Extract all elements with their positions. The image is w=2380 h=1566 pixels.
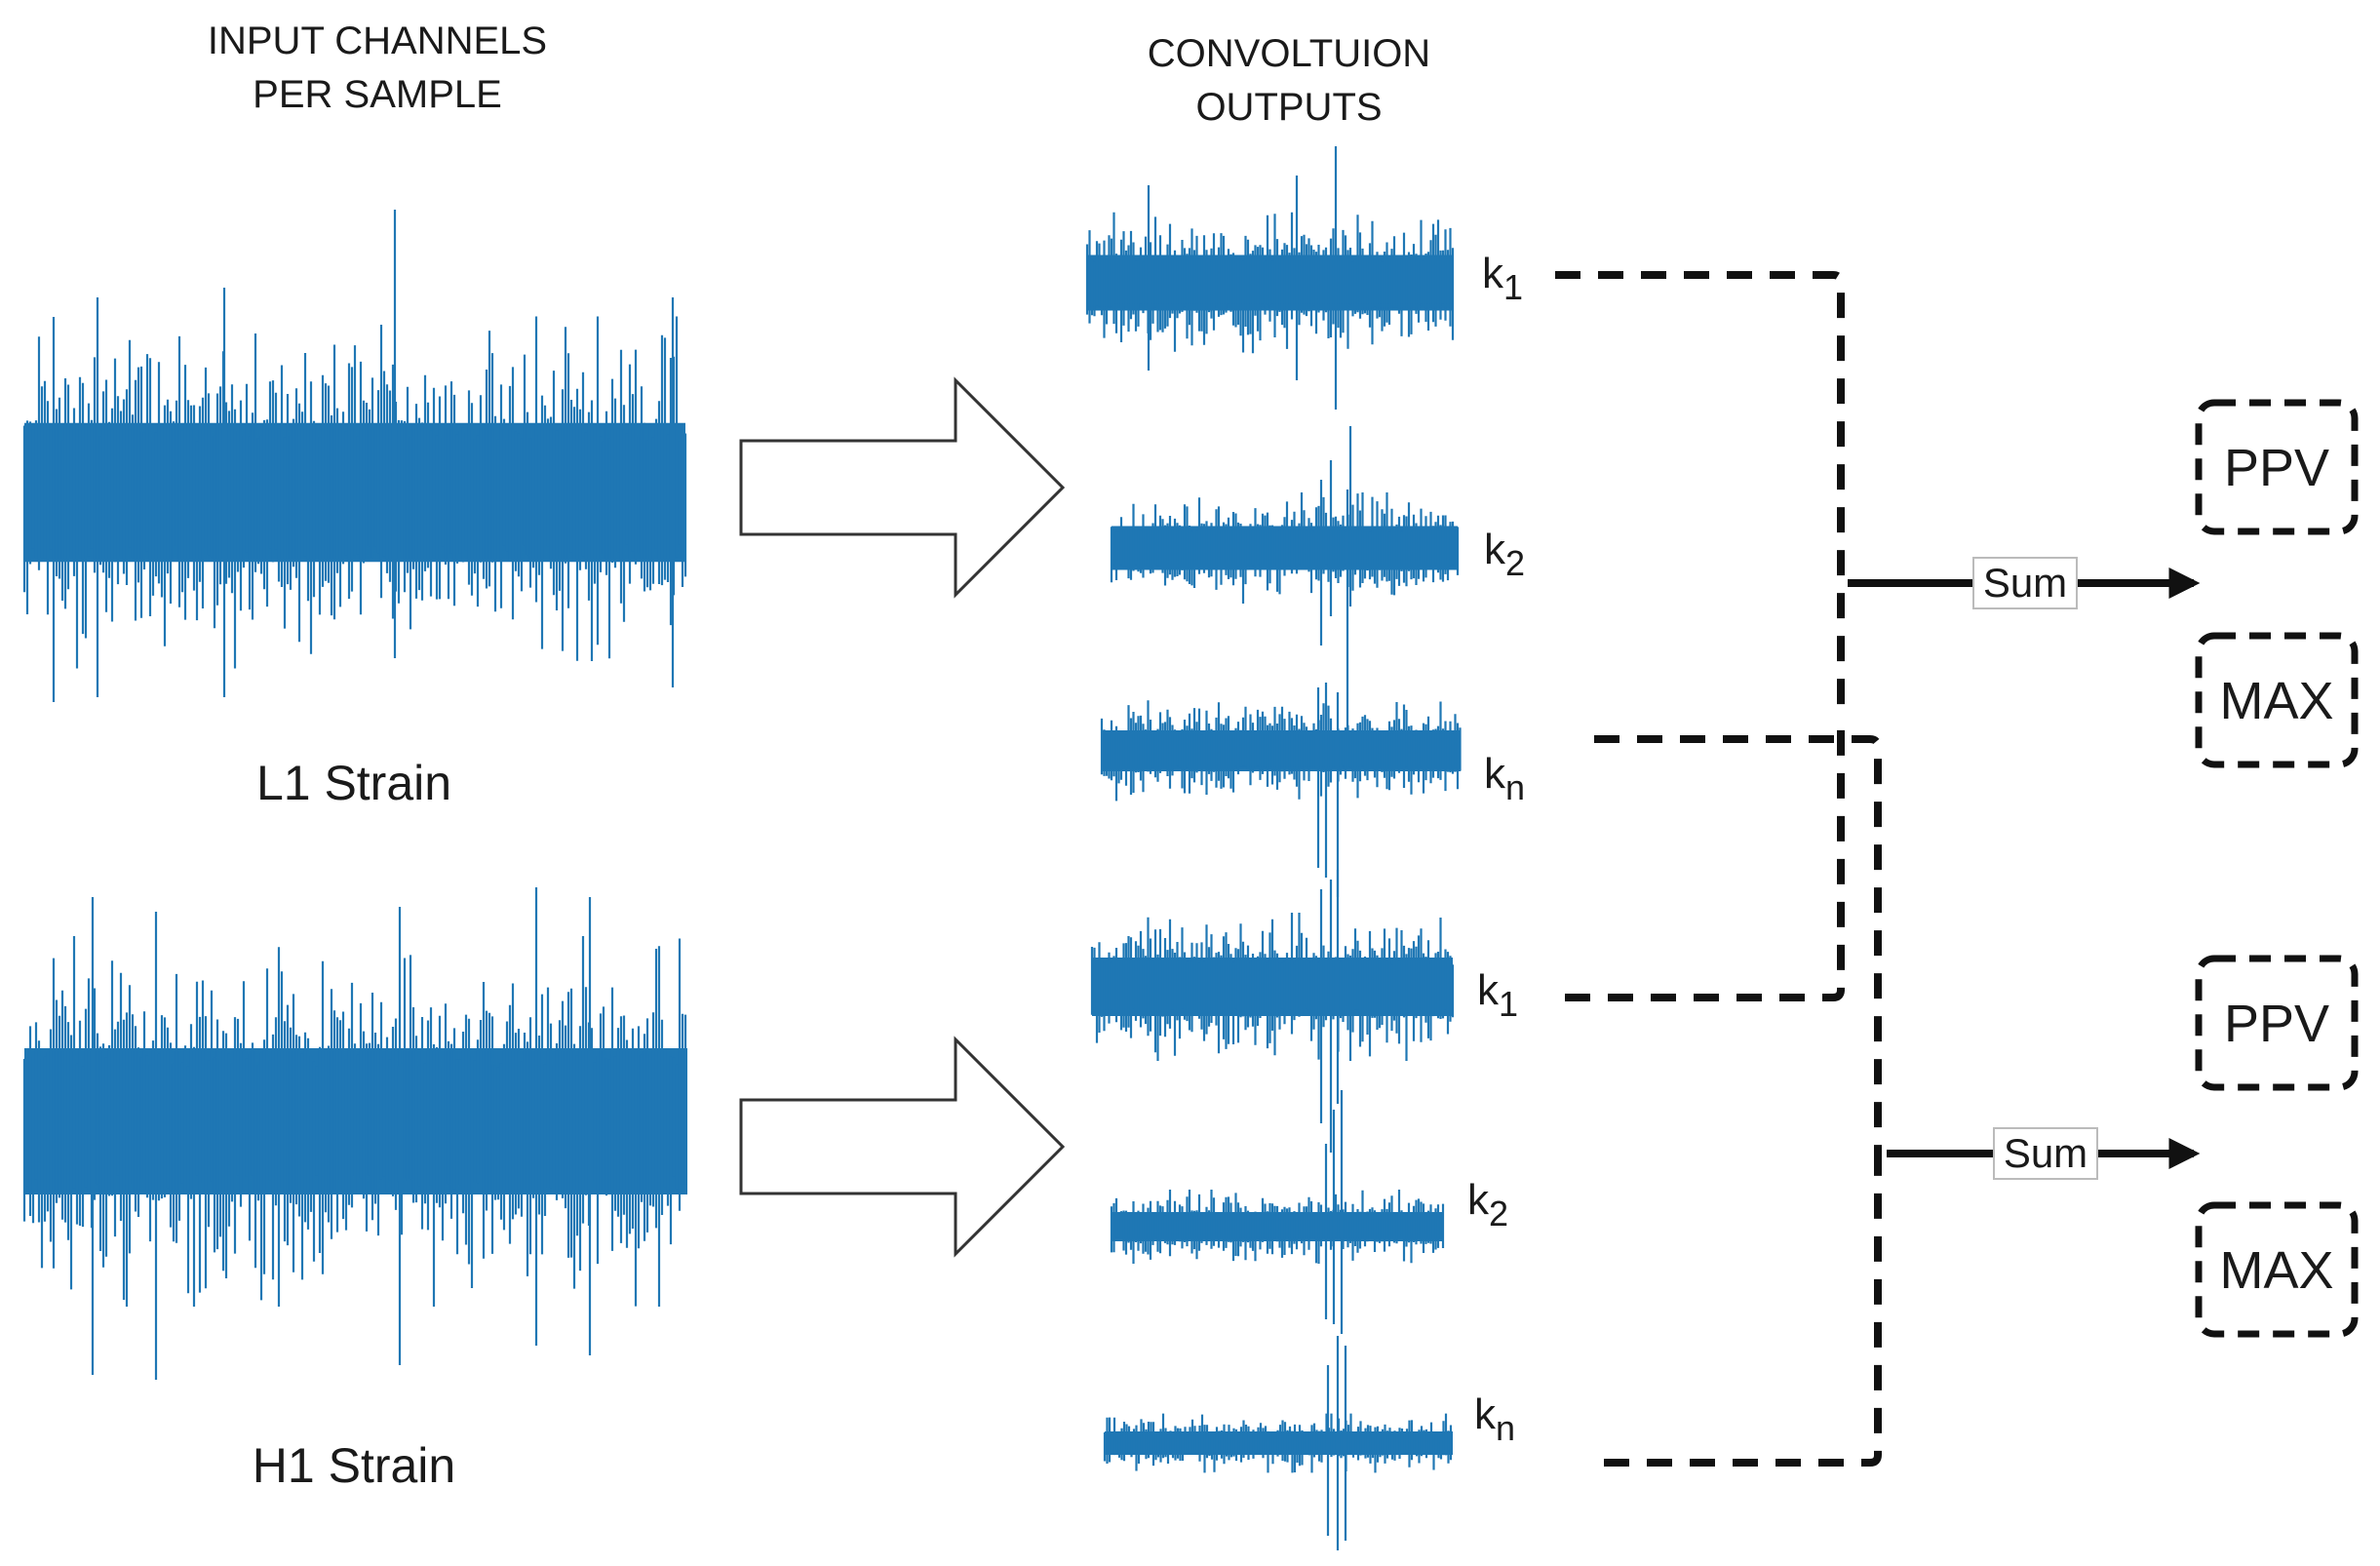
l1-strain-waveform	[22, 210, 687, 702]
output-box-max-1: MAX	[2195, 632, 2359, 768]
svg-text:MAX: MAX	[2219, 1241, 2333, 1300]
conv-l1-k1	[1085, 146, 1455, 410]
kernel-label-h1-k2: k2	[1467, 1176, 1508, 1233]
connector-h1-kn	[1604, 1151, 1882, 1467]
kernel-label-l1-k1: k1	[1482, 250, 1523, 307]
conv-l1-k1-trace	[1085, 146, 1455, 410]
l1-strain-label: L1 Strain	[256, 756, 451, 810]
conv-l1-kn	[1100, 683, 1462, 897]
conv-h1-kn-trace	[1103, 1336, 1453, 1550]
connector-l1-kn	[1594, 735, 1882, 1151]
conv-h1-kn	[1103, 1336, 1453, 1550]
svg-text:Sum: Sum	[2004, 1130, 2087, 1176]
l1-trace-trace	[22, 210, 687, 702]
connector-h1-k1	[1565, 722, 1845, 1001]
h1-trace	[22, 887, 687, 1380]
svg-text:Sum: Sum	[1983, 560, 2067, 606]
h1-trace-trace	[22, 887, 687, 1380]
conv-l1-kn-trace	[1100, 683, 1462, 897]
conv-arrow-l1	[739, 376, 1066, 599]
output-box-max-2: MAX	[2195, 1201, 2359, 1338]
conv-h1-k2-trace	[1110, 1090, 1445, 1334]
svg-text:PPV: PPV	[2224, 439, 2329, 497]
svg-text:PPV: PPV	[2224, 995, 2329, 1053]
input-header-line2: PER SAMPLE	[253, 73, 502, 116]
sum-label-1: Sum	[1972, 557, 2078, 609]
conv-output-waveforms	[1085, 146, 1462, 1550]
conv-h1-k1	[1090, 870, 1455, 1153]
l1-trace	[22, 210, 687, 702]
conv-h1-k1-trace	[1090, 870, 1455, 1153]
kernel-label-h1-kn: kn	[1474, 1390, 1515, 1448]
h1-strain-waveform	[22, 887, 687, 1380]
input-header-line1: INPUT CHANNELS	[208, 20, 547, 62]
kernel-label-l1-kn: kn	[1484, 750, 1525, 807]
conv-arrow-h1	[739, 1036, 1066, 1258]
kernel-label-l1-k2: k2	[1484, 526, 1525, 583]
conv-l1-k2	[1110, 426, 1460, 743]
conv-header-line1: CONVOLTUION	[1148, 32, 1430, 75]
kernel-labels: k1 k2 kn k1 k2 kn	[1467, 250, 1525, 1448]
conv-l1-k2-trace	[1110, 426, 1460, 743]
connector-l1-k1	[1555, 271, 1845, 722]
output-box-ppv-1: PPV	[2195, 399, 2359, 535]
kernel-label-h1-k1: k1	[1477, 966, 1518, 1024]
h1-strain-label: H1 Strain	[253, 1438, 455, 1493]
svg-text:MAX: MAX	[2219, 672, 2333, 730]
sum-label-2: Sum	[1993, 1127, 2098, 1180]
output-box-ppv-2: PPV	[2195, 955, 2359, 1091]
conv-header-line2: OUTPUTS	[1195, 86, 1382, 129]
conv-h1-k2	[1110, 1090, 1445, 1334]
